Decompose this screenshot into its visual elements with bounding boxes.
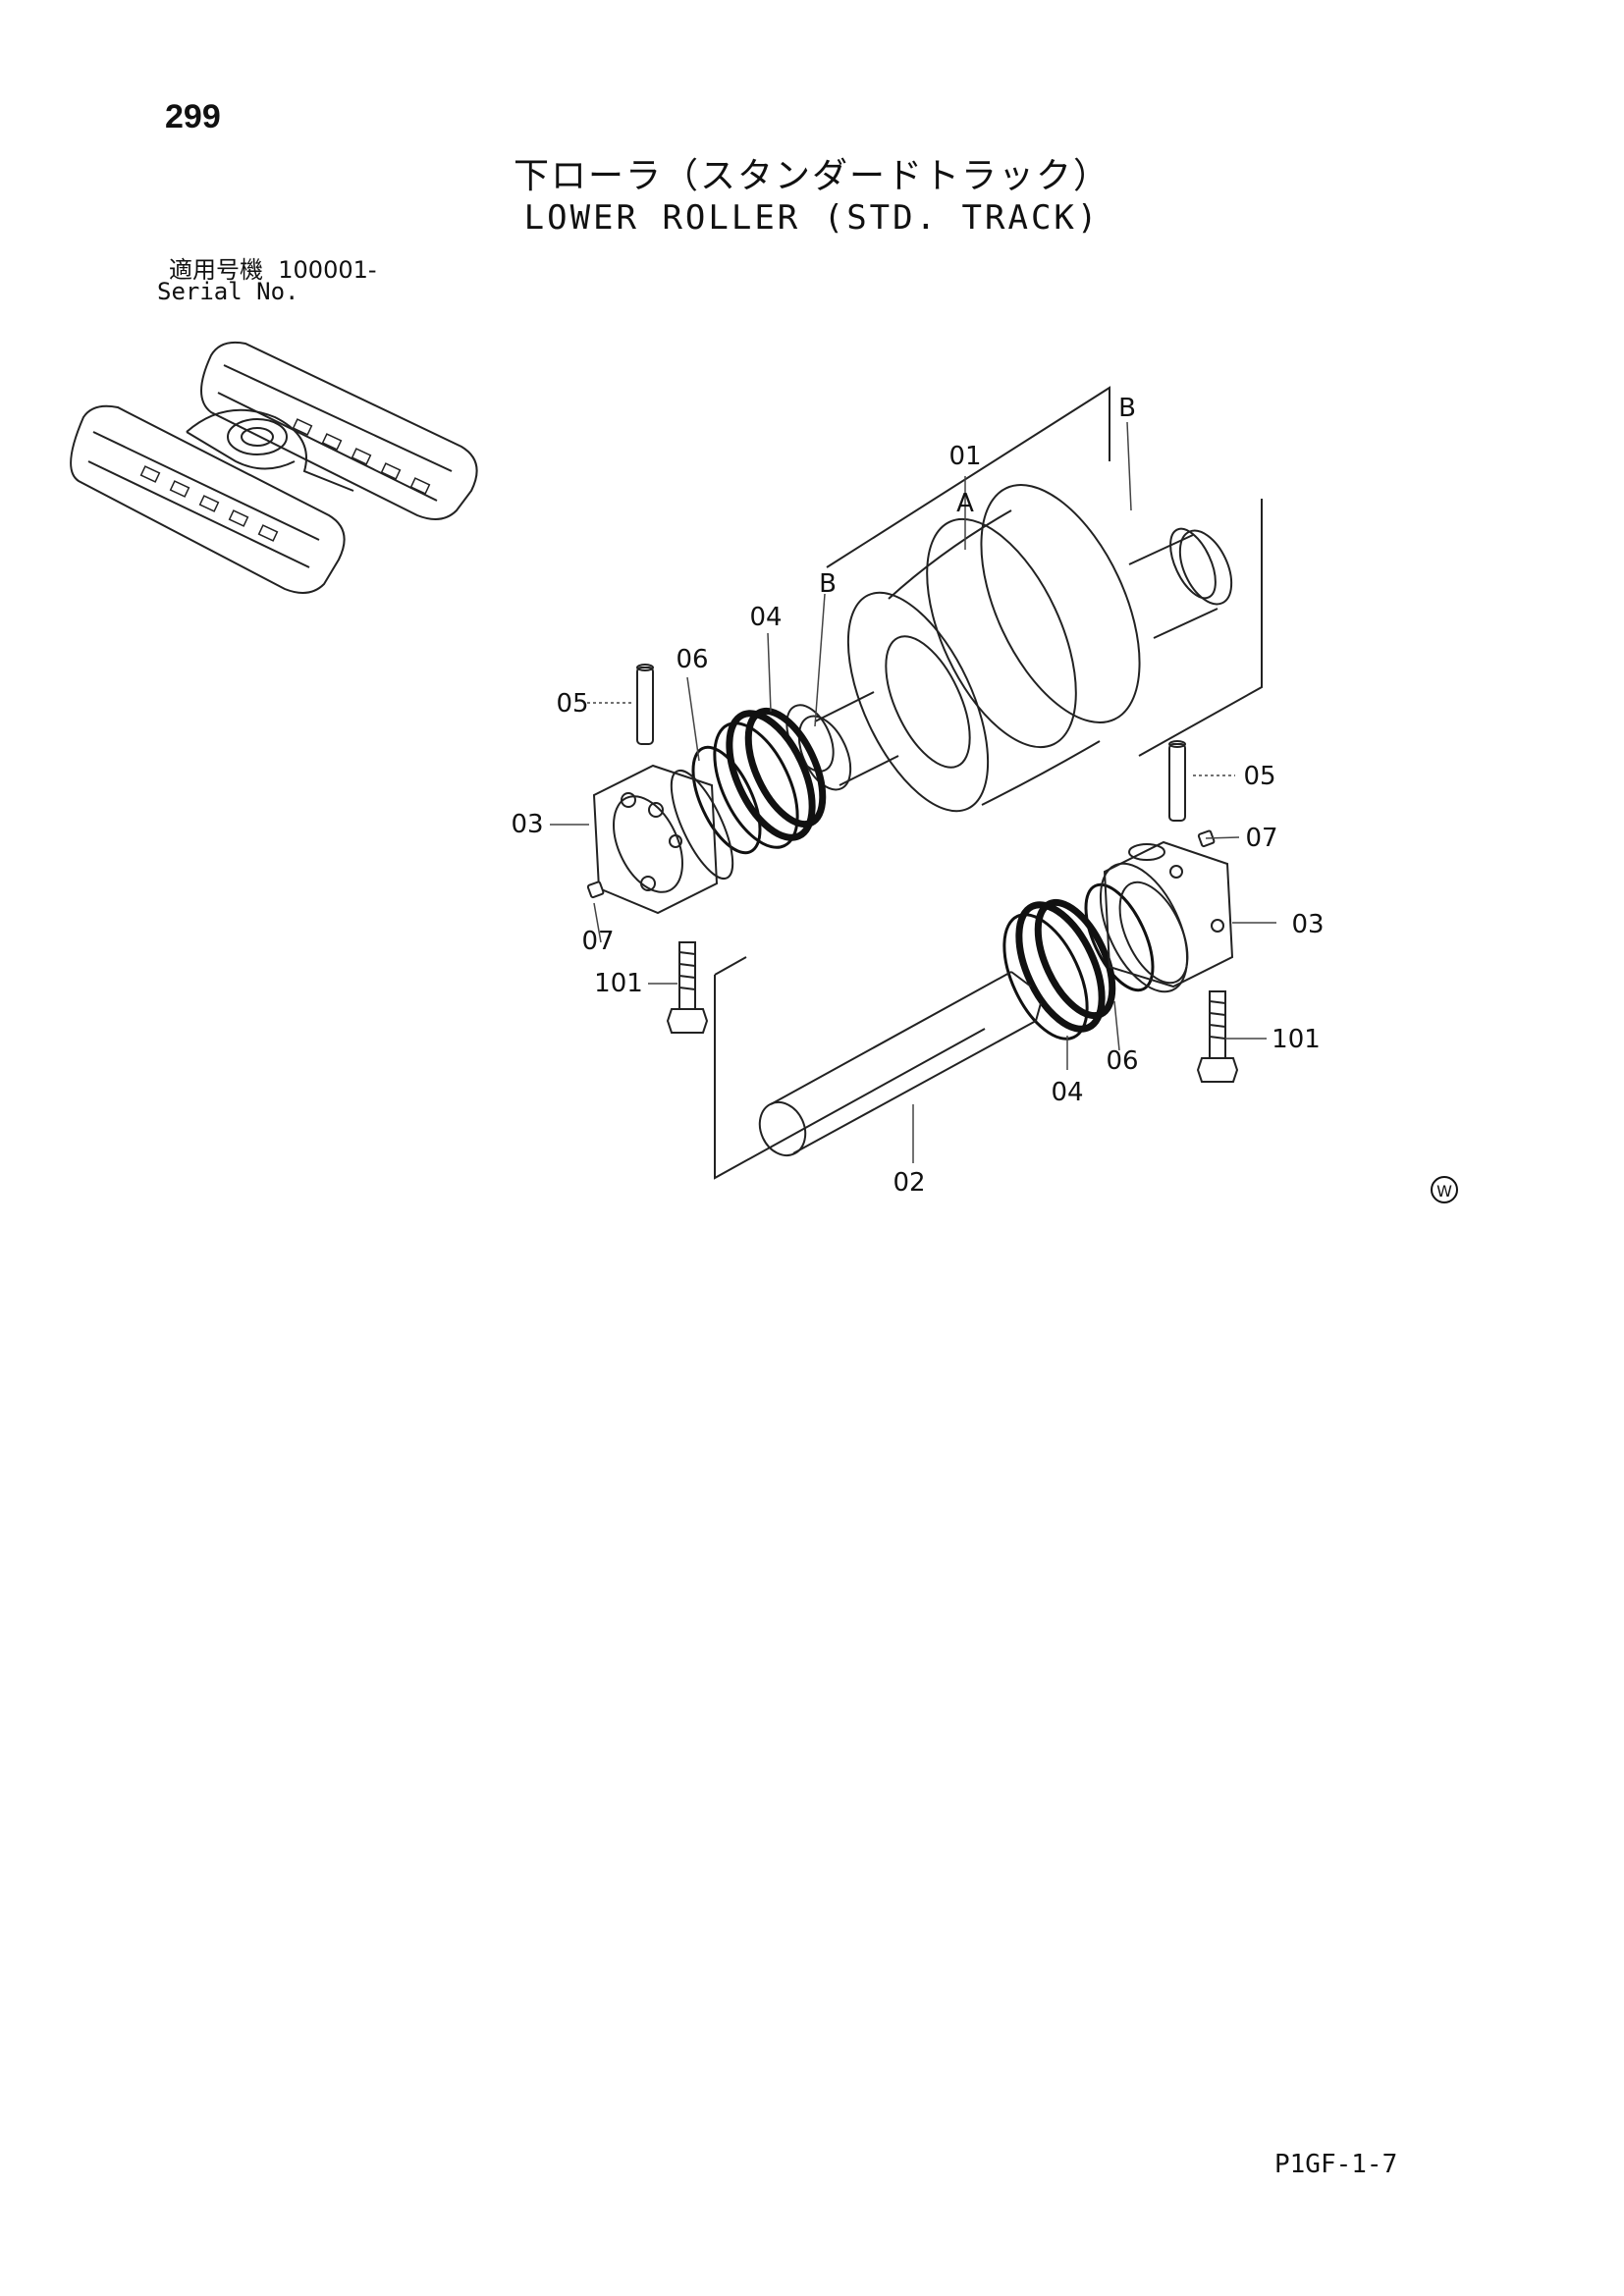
callout-02: 02 bbox=[893, 1168, 925, 1198]
serial-line-japanese: 適用号機 100001- bbox=[169, 250, 377, 285]
callout-101-right: 101 bbox=[1272, 1025, 1321, 1054]
plug-07 bbox=[586, 829, 1216, 899]
serial-label-japanese: 適用号機 bbox=[169, 256, 263, 284]
title-english: LOWER ROLLER (STD. TRACK) bbox=[523, 198, 1101, 238]
callout-06-top: 06 bbox=[676, 645, 708, 674]
callout-07-right: 07 bbox=[1245, 824, 1277, 853]
title-japanese: 下ローラ（スタンダードトラック） bbox=[513, 156, 1110, 196]
callout-03-left: 03 bbox=[511, 810, 543, 839]
callout-04-top: 04 bbox=[749, 603, 782, 632]
floating-seal-04-left bbox=[713, 707, 827, 849]
callout-01: 01 bbox=[948, 442, 981, 471]
callout-03-right: 03 bbox=[1291, 910, 1324, 939]
o-ring-06 bbox=[691, 745, 1155, 992]
shaft-02 bbox=[758, 971, 1042, 1157]
undercarriage-thumbnail bbox=[70, 341, 478, 594]
page-code: P1GF-1-7 bbox=[1274, 2150, 1398, 2179]
leader-lines bbox=[550, 421, 1276, 1163]
pin-05 bbox=[636, 664, 1186, 822]
serial-value: 100001- bbox=[278, 256, 377, 284]
roller-01 bbox=[785, 484, 1233, 813]
callout-b-left: B bbox=[819, 569, 837, 599]
callout-05-left: 05 bbox=[556, 689, 588, 719]
circled-w-mark: W bbox=[1431, 1176, 1458, 1203]
callout-05-right: 05 bbox=[1243, 762, 1275, 791]
serial-label-english: Serial No. bbox=[157, 278, 299, 305]
callout-04-bottom: 04 bbox=[1051, 1078, 1083, 1107]
floating-seal-04-right bbox=[1002, 898, 1116, 1041]
circled-w-letter: W bbox=[1436, 1182, 1452, 1201]
callout-06-bottom: 06 bbox=[1106, 1046, 1138, 1076]
page-number: 299 bbox=[165, 98, 221, 135]
assembly-bracket-frames bbox=[714, 386, 1263, 1180]
callout-b-top: B bbox=[1118, 394, 1136, 423]
callout-a: A bbox=[956, 489, 974, 518]
callout-101-left: 101 bbox=[594, 969, 643, 998]
bolt-101 bbox=[666, 941, 1239, 1083]
callout-07-left: 07 bbox=[581, 927, 614, 956]
collar-03-right bbox=[1099, 840, 1234, 993]
